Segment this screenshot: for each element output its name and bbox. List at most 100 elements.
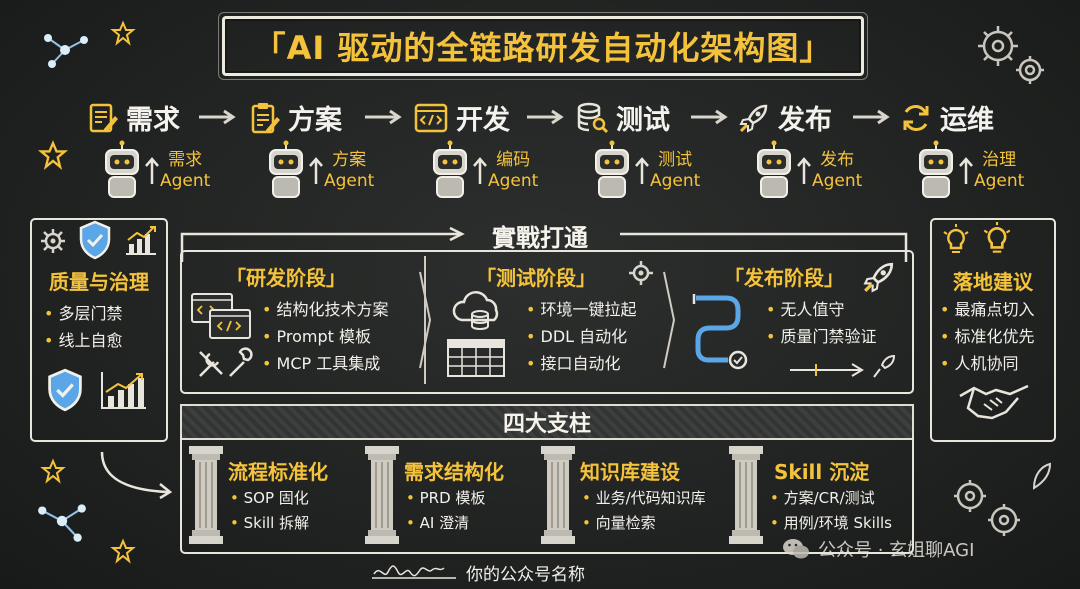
stage-label: 方案 bbox=[288, 105, 342, 136]
arrow-up-icon bbox=[797, 157, 811, 184]
list-item: 方案/CR/测试 bbox=[770, 486, 892, 511]
pillar-list: SOP 固化 Skill 拆解 bbox=[230, 486, 309, 536]
stage-development: 开发 bbox=[414, 98, 510, 137]
list-item: 无人值守 bbox=[766, 296, 877, 323]
arrow-right-icon bbox=[365, 109, 402, 125]
signature bbox=[372, 565, 456, 579]
gears-icon bbox=[954, 480, 1020, 536]
arrow-right-icon bbox=[199, 109, 236, 125]
leaf-icon bbox=[1032, 462, 1052, 490]
phase-list: 环境一键拉起 DDL 自动化 接口自动化 bbox=[526, 296, 637, 377]
arrow-right-icon bbox=[853, 109, 890, 125]
list-item: 接口自动化 bbox=[526, 350, 637, 377]
phase-title: 「测试阶段」 bbox=[476, 266, 596, 290]
robot-icon bbox=[433, 140, 467, 198]
watermark: 公众号 · 玄姐聊AGI bbox=[782, 536, 974, 562]
list-item: PRD 模板 bbox=[406, 486, 486, 511]
list-item: 环境一键拉起 bbox=[526, 296, 637, 323]
gears-icon bbox=[978, 26, 1044, 84]
pillar-title: Skill 沉淀 bbox=[774, 460, 870, 484]
pillars-frame bbox=[180, 436, 914, 554]
list-item: 用例/环境 Skills bbox=[770, 511, 892, 536]
phase-list: 无人值守 质量门禁验证 bbox=[766, 296, 877, 350]
robot-icon bbox=[595, 140, 629, 198]
rocket-icon bbox=[863, 262, 894, 293]
arrow-up-icon bbox=[635, 157, 649, 184]
lightbulb-icon bbox=[943, 224, 969, 253]
lightbulb-icon bbox=[983, 222, 1011, 253]
bar-chart-icon bbox=[126, 226, 156, 255]
list-item: 标准化优先 bbox=[940, 323, 1035, 350]
stage-solution: 方案 bbox=[250, 98, 342, 137]
refresh-icon bbox=[903, 104, 929, 131]
stage-testing: 测试 bbox=[576, 98, 670, 137]
chevron-right-icon bbox=[419, 271, 432, 369]
robot-icon bbox=[105, 140, 139, 198]
list-item: 向量检索 bbox=[582, 511, 706, 536]
table-grid-icon bbox=[447, 339, 505, 377]
arrow-up-icon bbox=[473, 157, 487, 184]
list-item: Skill 拆解 bbox=[230, 511, 309, 536]
title-frame: 「AI 驱动的全链路研发自动化架构图」 bbox=[218, 12, 868, 80]
handshake-icon bbox=[959, 384, 1029, 420]
list-item: 最痛点切入 bbox=[940, 296, 1035, 323]
pillar-title: 需求结构化 bbox=[404, 460, 504, 484]
quality-title: 质量与治理 bbox=[49, 270, 149, 294]
pillar-icon bbox=[365, 446, 399, 544]
stage-requirement: 需求 bbox=[88, 98, 180, 137]
list-item: DDL 自动化 bbox=[526, 323, 637, 350]
stage-release: 发布 bbox=[738, 98, 832, 137]
star-icon bbox=[110, 538, 136, 564]
quality-list: 多层门禁 线上自愈 bbox=[44, 300, 123, 354]
curved-arrow-icon bbox=[100, 451, 173, 500]
phase-title: 「发布阶段」 bbox=[724, 266, 844, 290]
stage-label: 发布 bbox=[778, 105, 832, 136]
stage-label: 开发 bbox=[456, 105, 510, 136]
page-title: 「AI 驱动的全链路研发自动化架构图」 bbox=[253, 29, 833, 67]
star-icon bbox=[110, 20, 136, 46]
list-item: MCP 工具集成 bbox=[262, 350, 389, 377]
advice-list: 最痛点切入 标准化优先 人机协同 bbox=[940, 296, 1035, 377]
pillar-list: 方案/CR/测试 用例/环境 Skills bbox=[770, 486, 892, 536]
code-windows-icon bbox=[191, 293, 251, 339]
database-search-icon bbox=[577, 102, 609, 133]
arrow-up-icon bbox=[309, 157, 323, 184]
robot-icon bbox=[269, 140, 303, 198]
arrow-to-rocket-icon bbox=[790, 354, 896, 378]
pillar-title: 流程标准化 bbox=[228, 460, 328, 484]
list-item: AI 澄清 bbox=[406, 511, 485, 536]
list-item: 质量门禁验证 bbox=[766, 323, 877, 350]
robot-icon bbox=[919, 140, 953, 198]
stage-operations: 运维 bbox=[900, 98, 994, 137]
gear-icon bbox=[41, 229, 65, 253]
advice-panel: 落地建议 最痛点切入 标准化优先 人机协同 bbox=[930, 218, 1056, 442]
watermark-text: 公众号 · 玄姐聊AGI bbox=[818, 540, 975, 561]
document-pencil-icon bbox=[89, 103, 118, 132]
stage-label: 测试 bbox=[616, 105, 670, 136]
list-item: SOP 固化 bbox=[230, 486, 309, 511]
phases-frame bbox=[180, 250, 914, 394]
robot-icon bbox=[757, 140, 791, 198]
wechat-icon bbox=[783, 539, 809, 559]
flow-label: 實戰打通 bbox=[492, 224, 588, 252]
molecule-icon bbox=[44, 34, 88, 68]
rocket-icon bbox=[739, 104, 768, 133]
footer-text: 你的公众号名称 bbox=[466, 565, 585, 585]
pillar-list: PRD 模板 AI 澄清 bbox=[406, 486, 486, 536]
list-item: Prompt 模板 bbox=[262, 323, 389, 350]
shield-check-icon bbox=[48, 368, 82, 412]
gear-icon bbox=[629, 261, 653, 285]
pillar-icon bbox=[729, 446, 763, 544]
list-item: 多层门禁 bbox=[44, 300, 123, 327]
quality-panel: 质量与治理 多层门禁 线上自愈 bbox=[30, 218, 168, 442]
code-window-icon bbox=[414, 103, 448, 132]
pipeline-icon bbox=[692, 294, 748, 370]
